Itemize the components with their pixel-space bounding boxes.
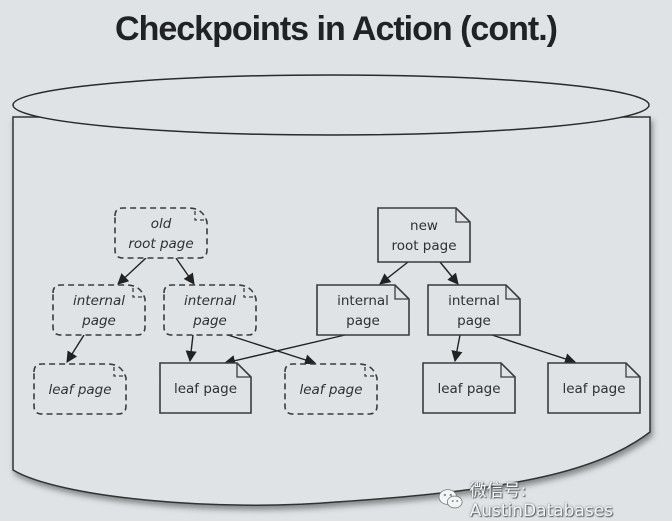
page-fold-corner (364, 367, 375, 377)
page-node-old-root: old root page (114, 207, 208, 259)
page-label: leaf page (562, 381, 625, 397)
page-node-old-internal-left: internal page (52, 284, 146, 336)
page-label: page (346, 313, 380, 329)
page-node-new-root: new root page (377, 207, 471, 263)
watermark-text: 微信号: AustinDatabases (469, 481, 614, 521)
page-label: internal (337, 293, 389, 309)
edge-old-internal-right-to-shared-leaf (185, 334, 197, 363)
edge-new-internal-right-to-new-leaf-left (451, 334, 463, 363)
page-box (114, 207, 208, 259)
edge-new-root-to-new-internal-left (379, 261, 409, 285)
edge-new-root-to-new-internal-right (439, 261, 459, 285)
edge-old-internal-left-to-old-leaf-left (66, 334, 85, 363)
edge-new-internal-left-to-shared-leaf (223, 334, 346, 367)
page-box (427, 284, 521, 336)
slide-title: Checkpoints in Action (cont.) (115, 10, 558, 48)
page-node-new-internal-left: internal page (316, 284, 410, 336)
page-fold-corner (394, 285, 409, 300)
page-label: leaf page (48, 382, 111, 398)
page-node-old-leaf-right: leaf page (284, 363, 378, 415)
page-box (377, 207, 471, 263)
page-node-old-leaf-left: leaf page (33, 363, 127, 415)
page-label: page (81, 313, 116, 329)
page-fold-corner (113, 367, 124, 377)
page-label: root page (391, 238, 456, 254)
page-box (284, 363, 378, 415)
page-label: leaf page (174, 381, 237, 397)
page-label: new (410, 218, 438, 234)
page-label: root page (128, 236, 193, 252)
page-fold-corner (243, 288, 254, 298)
page-label: leaf page (437, 381, 500, 397)
watermark: 微信号: AustinDatabases (438, 476, 672, 521)
page-fold-corner (625, 363, 640, 378)
edge-old-root-to-old-internal-right (175, 257, 195, 285)
page-label: internal (73, 293, 125, 309)
page-label: leaf page (299, 382, 362, 398)
page-node-new-leaf-left: leaf page (422, 362, 516, 414)
page-node-new-internal-right: internal page (427, 284, 521, 336)
page-box (163, 284, 257, 336)
page-fold-corner (455, 208, 470, 223)
page-label: internal (448, 293, 500, 309)
page-fold-corner (500, 363, 515, 378)
page-fold-corner (132, 288, 143, 298)
page-fold-corner (505, 285, 520, 300)
page-label: page (192, 313, 227, 329)
page-label: internal (184, 293, 236, 309)
page-fold-corner (194, 211, 205, 221)
page-label: page (457, 313, 491, 329)
page-box (422, 362, 516, 414)
edge-old-root-to-old-internal-left (117, 257, 147, 285)
page-box (159, 362, 252, 414)
page-box (547, 362, 641, 414)
page-box (52, 284, 146, 336)
page-box (33, 363, 127, 415)
page-node-shared-leaf: leaf page (159, 362, 252, 414)
page-label: old (151, 216, 172, 232)
wechat-icon (438, 488, 463, 508)
edge-new-internal-right-to-new-leaf-right (491, 334, 577, 365)
page-node-new-leaf-right: leaf page (547, 362, 641, 414)
cylinder-top (12, 74, 650, 136)
page-fold-corner (236, 363, 251, 378)
page-node-old-internal-right: internal page (163, 284, 257, 336)
page-box (316, 284, 410, 336)
edge-old-internal-right-to-old-leaf-right (227, 334, 317, 366)
